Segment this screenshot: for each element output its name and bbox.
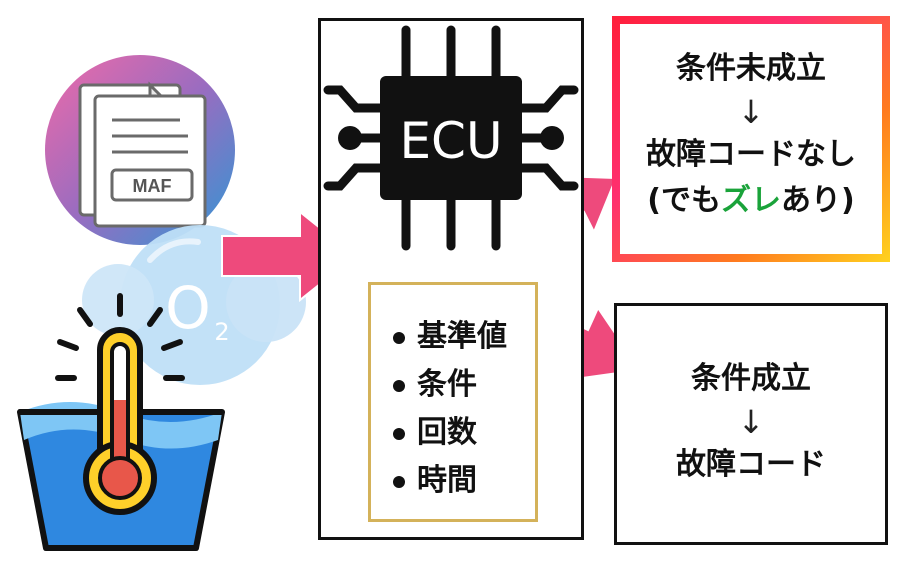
o2-label: O [165, 274, 211, 342]
maf-sensor-icon: MAF [45, 55, 235, 245]
result-met-line1: 条件成立 [691, 361, 811, 396]
deviation-highlight: ズレ [721, 183, 781, 218]
criteria-label: 基準値 [417, 319, 507, 354]
criteria-item-condition: 条件 [393, 361, 507, 409]
result-met-box: 条件成立 ↓ 故障コード [614, 303, 888, 545]
criteria-item-reference-value: 基準値 [393, 313, 507, 361]
water-temperature-icon [17, 293, 225, 551]
ecu-chip-icon: ECU [323, 25, 579, 251]
result-met-line2: 故障コード [676, 447, 826, 482]
result-unmet-line3: (でもズレあり) [620, 178, 882, 224]
criteria-item-count: 回数 [393, 409, 507, 457]
criteria-item-time: 時間 [393, 457, 507, 505]
criteria-label: 条件 [417, 367, 477, 402]
o2-sensor-icon: O 2 [82, 225, 306, 385]
result-unmet-line3-close: あり) [781, 183, 855, 218]
result-unmet-line1: 条件未成立 [676, 51, 826, 86]
result-unmet-content: 条件未成立 ↓ 故障コードなし (でもズレあり) [620, 24, 882, 254]
criteria-label: 回数 [417, 415, 477, 450]
result-unmet-line2: 故障コードなし [646, 137, 856, 172]
o2-subscript: 2 [214, 318, 229, 346]
criteria-label: 時間 [417, 463, 477, 498]
maf-label: MAF [133, 176, 172, 196]
criteria-box: 基準値 条件 回数 時間 [368, 282, 538, 522]
ecu-chip-label: ECU [399, 112, 502, 170]
criteria-list: 基準値 条件 回数 時間 [393, 313, 507, 505]
result-unmet-box: 条件未成立 ↓ 故障コードなし (でもズレあり) [612, 16, 890, 262]
down-arrow-icon: ↓ [737, 403, 765, 441]
down-arrow-icon: ↓ [737, 93, 765, 131]
result-unmet-line3-open: (でも [647, 183, 721, 218]
sensor-icons: MAF O 2 [17, 55, 306, 551]
